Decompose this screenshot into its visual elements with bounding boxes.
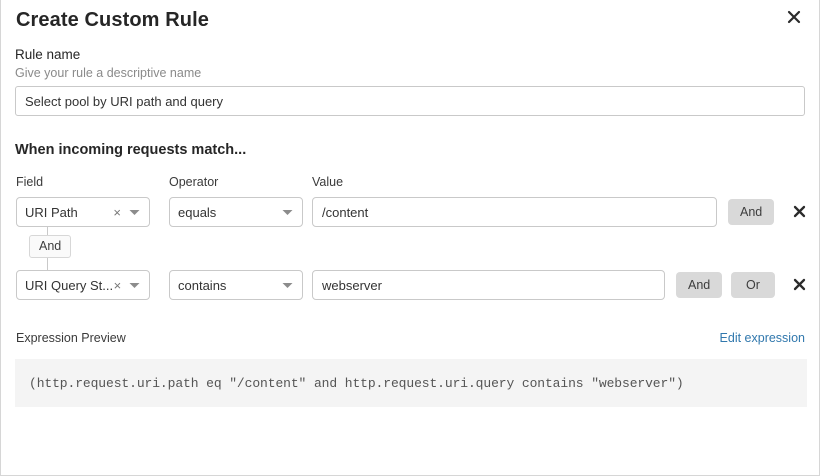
delete-row-icon-1[interactable] — [789, 201, 809, 221]
field-select-1-value: URI Path — [25, 204, 78, 220]
expression-preview-text: (http.request.uri.path eq "/content" and… — [29, 375, 684, 391]
or-button-2[interactable]: Or — [731, 272, 775, 298]
delete-row-icon-2[interactable] — [789, 274, 809, 294]
column-header-operator: Operator — [169, 175, 219, 189]
column-header-field: Field — [16, 175, 44, 189]
clear-field-icon[interactable]: × — [113, 277, 122, 293]
and-button-2[interactable]: And — [676, 272, 723, 298]
value-input-2[interactable] — [312, 270, 665, 300]
expression-preview-box: (http.request.uri.path eq "/content" and… — [15, 359, 807, 407]
page-title: Create Custom Rule — [16, 9, 209, 31]
condition-rows: URI Path × equals And — [15, 197, 805, 307]
clear-field-icon[interactable]: × — [113, 204, 121, 220]
condition-column-headers: Field Operator Value — [15, 175, 805, 195]
connector-and-chip[interactable]: And — [29, 235, 72, 258]
row-connector: And — [15, 227, 155, 270]
rule-name-label: Rule name — [15, 47, 81, 62]
match-section-title: When incoming requests match... — [15, 142, 247, 158]
field-select-2-value: URI Query St... — [25, 277, 112, 293]
chevron-down-icon[interactable] — [279, 282, 295, 289]
chevron-down-icon[interactable] — [279, 209, 295, 216]
expression-preview-label: Expression Preview — [16, 331, 126, 345]
value-input-1[interactable] — [312, 197, 717, 227]
rule-name-section: Rule name Give your rule a descriptive n… — [15, 46, 805, 116]
operator-select-1[interactable]: equals — [169, 197, 303, 227]
column-header-value: Value — [312, 175, 344, 189]
rule-name-hint: Give your rule a descriptive name — [15, 66, 202, 80]
close-icon[interactable] — [783, 6, 805, 28]
dialog-header: Create Custom Rule — [15, 0, 805, 46]
operator-select-1-value: equals — [178, 204, 217, 220]
field-select-2[interactable]: URI Query St... × — [16, 270, 150, 300]
operator-select-2-value: contains — [178, 277, 227, 293]
expression-preview-header: Expression Preview Edit expression — [15, 331, 805, 351]
operator-select-2[interactable]: contains — [169, 270, 303, 300]
condition-row: URI Query St... × contains And Or — [15, 270, 807, 300]
rule-name-input[interactable] — [15, 86, 805, 116]
edit-expression-link[interactable]: Edit expression — [719, 331, 805, 345]
and-button-1[interactable]: And — [728, 199, 775, 225]
chevron-down-icon[interactable] — [126, 282, 142, 289]
field-select-1[interactable]: URI Path × — [16, 197, 150, 227]
chevron-down-icon[interactable] — [126, 209, 142, 216]
condition-row: URI Path × equals And — [15, 197, 807, 227]
